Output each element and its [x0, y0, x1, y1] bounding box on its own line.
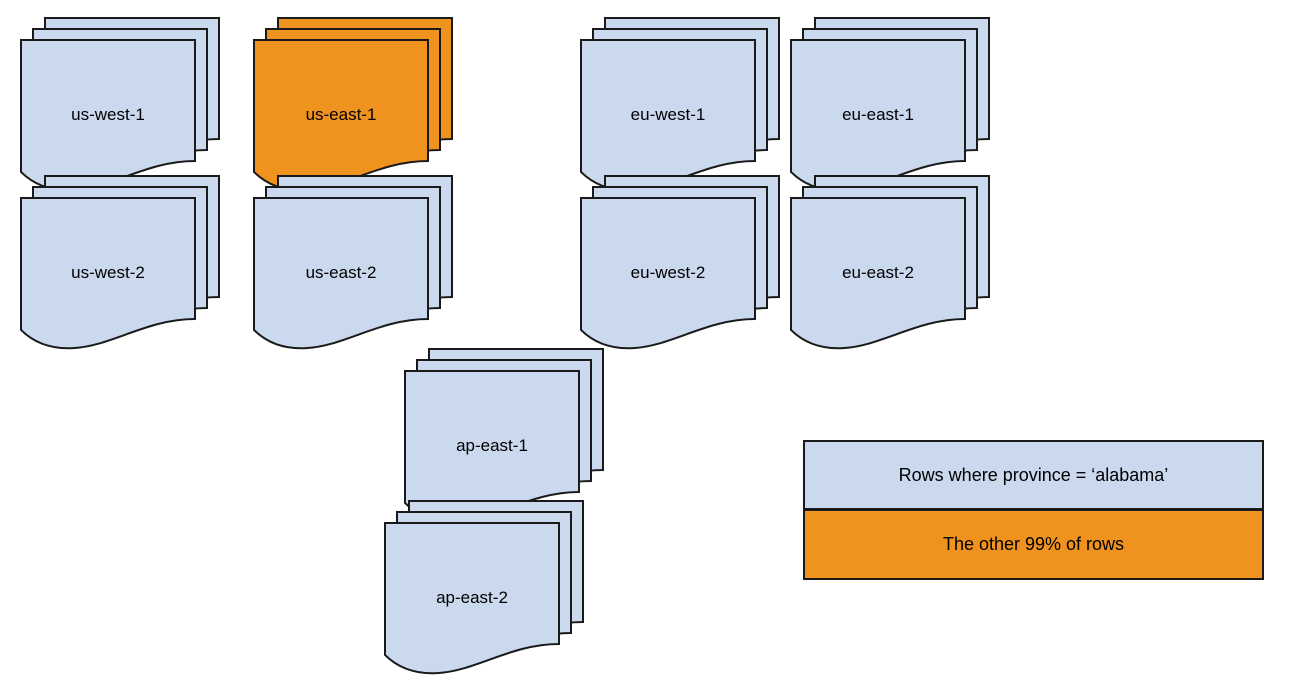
document-stack-icon: [790, 175, 990, 350]
document-sheet: [404, 370, 580, 523]
legend-matching-rows: Rows where province = ‘alabama’: [803, 440, 1264, 510]
document-stack-icon: [253, 17, 453, 192]
document-stack-icon: [580, 17, 780, 192]
document-sheet: [790, 197, 966, 350]
region-stack-us-east-1[interactable]: us-east-1: [253, 17, 453, 192]
document-sheet: [580, 39, 756, 192]
document-stack-icon: [384, 500, 584, 675]
document-stack-icon: [580, 175, 780, 350]
region-stack-ap-east-1[interactable]: ap-east-1: [404, 348, 604, 523]
region-stack-us-east-2[interactable]: us-east-2: [253, 175, 453, 350]
document-sheet: [20, 39, 196, 192]
document-stack-icon: [404, 348, 604, 523]
region-stack-us-west-2[interactable]: us-west-2: [20, 175, 220, 350]
region-stack-eu-east-2[interactable]: eu-east-2: [790, 175, 990, 350]
document-sheet: [253, 39, 429, 192]
region-stack-us-west-1[interactable]: us-west-1: [20, 17, 220, 192]
document-sheet: [384, 522, 560, 675]
document-stack-icon: [253, 175, 453, 350]
document-sheet: [580, 197, 756, 350]
legend-label: The other 99% of rows: [942, 534, 1125, 554]
region-stack-eu-west-1[interactable]: eu-west-1: [580, 17, 780, 192]
region-stack-ap-east-2[interactable]: ap-east-2: [384, 500, 584, 675]
document-sheet: [790, 39, 966, 192]
document-stack-icon: [20, 17, 220, 192]
legend: Rows where province = ‘alabama’ The other…: [803, 440, 1264, 580]
document-sheet: [20, 197, 196, 350]
document-sheet: [253, 197, 429, 350]
document-stack-icon: [790, 17, 990, 192]
legend-other-rows: The other 99% of rows: [803, 510, 1264, 580]
region-stack-eu-west-2[interactable]: eu-west-2: [580, 175, 780, 350]
region-stack-eu-east-1[interactable]: eu-east-1: [790, 17, 990, 192]
legend-label: Rows where province = ‘alabama’: [898, 464, 1169, 485]
document-stack-icon: [20, 175, 220, 350]
